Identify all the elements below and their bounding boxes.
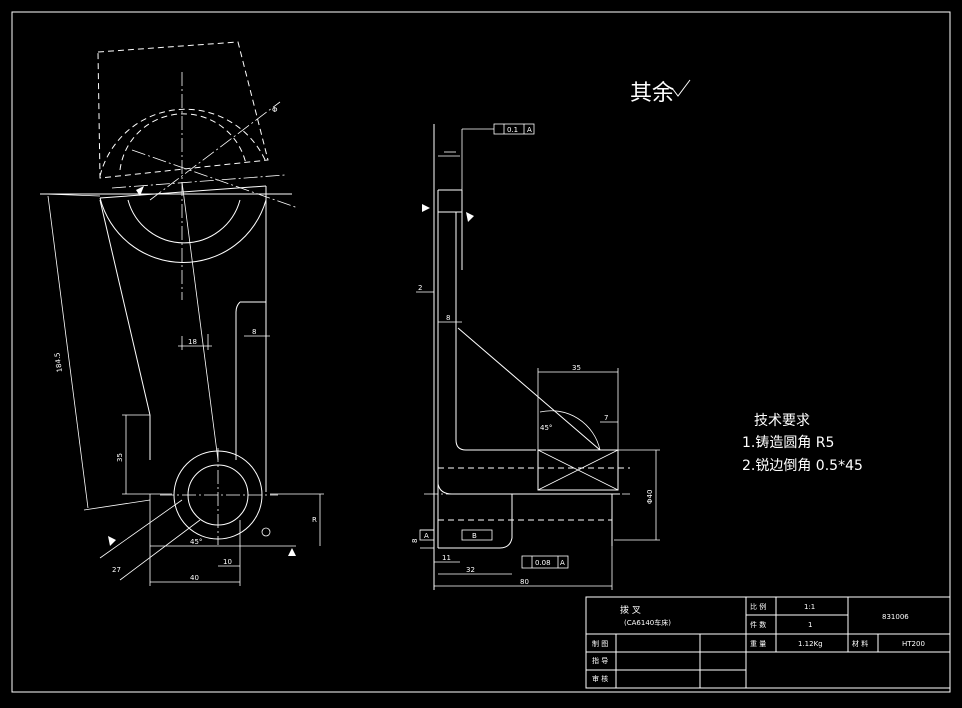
guide-label: 指 导 (592, 656, 608, 665)
dim-side-80: 80 (520, 578, 529, 586)
dim-front-8: 8 (252, 328, 256, 336)
dim-front-18: 18 (188, 338, 197, 346)
material-label: 材 料 (852, 639, 868, 648)
dim-side-8b: 8 (411, 539, 419, 543)
dim-front-r: R (312, 516, 317, 524)
tol-bottom-value: 0.08 (535, 559, 551, 567)
front-view: 184.5 35 18 8 40 10 45° R 27 Φ (40, 41, 324, 586)
qty-value: 1 (808, 621, 812, 629)
dim-front-27: 27 (112, 566, 121, 574)
tol-bottom-datum: A (560, 559, 565, 567)
dim-front-35: 35 (116, 453, 124, 462)
dim-front-40: 40 (190, 574, 199, 582)
side-view: 0.1 A 45° 35 7 (411, 123, 660, 590)
surface-note: 其余 (630, 81, 674, 106)
dim-side-7: 7 (604, 414, 608, 422)
scale-label: 比 例 (750, 602, 766, 611)
tol-top-datum: A (527, 126, 532, 134)
material-value: HT200 (902, 640, 925, 648)
dim-front-10: 10 (223, 558, 232, 566)
tol-top-value: 0.1 (507, 126, 518, 134)
dim-front-45deg: 45° (190, 538, 202, 546)
dim-front-phi: Φ (272, 106, 278, 114)
part-subtitle: (CA6140车床) (624, 618, 671, 627)
dim-side-phi40: Φ40 (646, 490, 654, 504)
dim-side-11: 11 (442, 554, 451, 562)
dim-side-2: 2 (418, 284, 422, 292)
weight-label: 重 量 (750, 640, 766, 648)
tech-item-1: 1.铸造圆角 R5 (742, 435, 834, 451)
review-label: 审 核 (592, 674, 608, 683)
dim-side-32: 32 (466, 566, 475, 574)
outer-frame (11, 11, 951, 693)
scale-value: 1:1 (804, 603, 815, 611)
part-name: 拨 叉 (620, 604, 641, 616)
datum-a-label: A (424, 532, 429, 540)
drawing-number: 831006 (882, 613, 909, 621)
dim-side-35: 35 (572, 364, 581, 372)
tech-requirements: 技术要求 1.铸造圆角 R5 2.锐边倒角 0.5*45 (742, 413, 863, 474)
title-block: 拨 叉 (CA6140车床) 比 例 1:1 件 数 1 831006 重 量 … (585, 596, 951, 689)
drawn-label: 制 图 (592, 639, 608, 648)
dim-side-45deg: 45° (540, 424, 552, 432)
weight-value: 1.12Kg (798, 640, 823, 648)
datum-b-label: B (472, 532, 477, 540)
dim-side-8: 8 (446, 314, 450, 322)
dim-front-long: 184.5 (53, 352, 64, 373)
tech-item-2: 2.锐边倒角 0.5*45 (742, 458, 863, 474)
qty-label: 件 数 (750, 620, 766, 629)
tech-title: 技术要求 (754, 413, 810, 429)
